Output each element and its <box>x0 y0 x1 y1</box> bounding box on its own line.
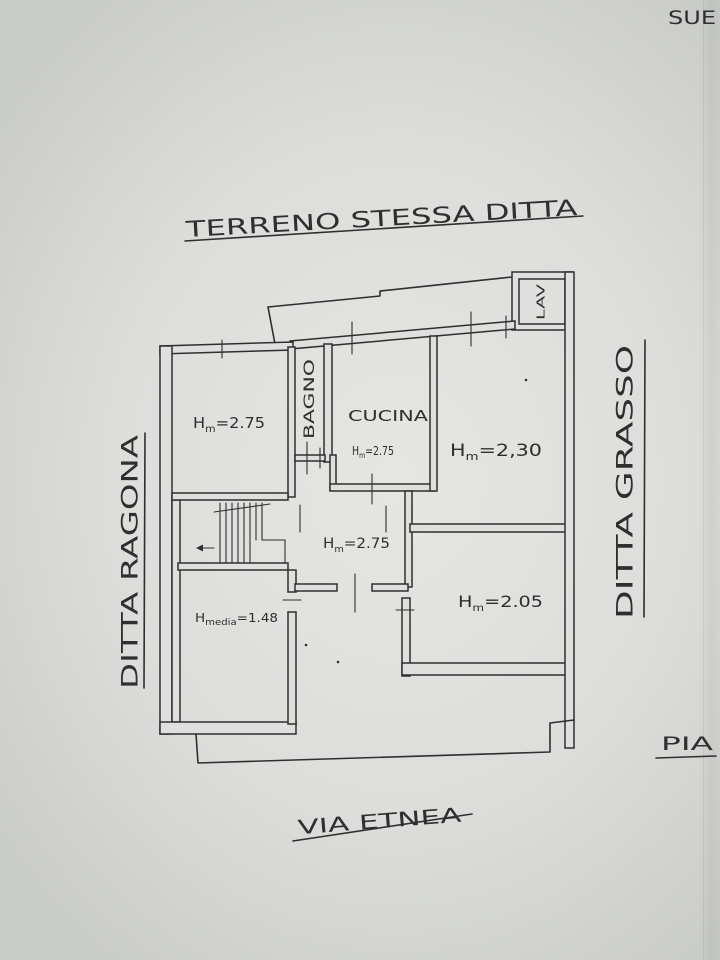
wall-cucina-right <box>429 335 438 492</box>
south-label-underline <box>292 813 473 842</box>
room-label-bottom-left: Hmedia=1.48 <box>195 611 278 628</box>
lav-closet: LAV <box>511 271 573 331</box>
wall-left-outer <box>159 345 173 735</box>
wall-cucina-bottom <box>329 483 436 492</box>
sheet-edge-line <box>703 0 704 960</box>
north-label-underline <box>184 215 584 242</box>
upper-strip <box>267 276 513 345</box>
wall-bottom-right-room-left <box>401 597 411 677</box>
wall-right-outer <box>564 271 575 749</box>
sheet-edge-shadow <box>700 0 720 960</box>
west-label-group: DITTA RAGONA <box>119 432 146 689</box>
wall-top-left-room-top <box>159 341 294 355</box>
stair-arrowhead-icon <box>196 544 203 552</box>
wall-bottom-right-room-bottom <box>401 662 569 676</box>
wall-right-room-bottom <box>409 523 568 533</box>
wall-hall-right <box>404 490 413 588</box>
right-fragment-group: PIA <box>655 733 717 759</box>
wall-bottom-left-room-right-lower <box>287 611 297 725</box>
wall-bagno-left <box>287 346 296 498</box>
wall-bottom-left-room-right-upper <box>287 569 297 593</box>
stair-step-outline <box>261 539 286 564</box>
wall-bagno-right <box>323 343 333 463</box>
upper-strip-left-edge <box>267 306 276 345</box>
south-label: VIA ETNEA <box>297 803 463 840</box>
east-label: DITTA GRASSO <box>614 345 639 619</box>
upper-strip-top-edge <box>267 276 513 308</box>
room-dot <box>524 378 528 382</box>
west-label-underline <box>143 432 146 689</box>
stair-break-line <box>213 503 271 513</box>
wall-hall-bottom-right <box>371 583 409 592</box>
staircase <box>196 502 286 564</box>
room-label-bagno: BAGNO <box>302 359 318 439</box>
corner-text-fragment: SUE <box>668 7 716 29</box>
wall-top-left-room-bottom <box>171 492 289 501</box>
right-fragment-underline <box>655 755 717 759</box>
room-label-cucina-height: Hm=2.75 <box>352 444 394 460</box>
opening-marks <box>221 311 507 613</box>
porch-perimeter <box>195 719 575 764</box>
porch-dot <box>304 643 308 647</box>
north-label-group: TERRENO STESSA DITTA <box>184 196 584 243</box>
lav-closet-inner <box>518 278 566 325</box>
porch-dot <box>336 660 340 664</box>
south-label-group: VIA ETNEA <box>292 803 473 842</box>
wall-left-inner-lower <box>171 499 181 723</box>
lav-label: LAV <box>535 283 548 320</box>
east-label-group: DITTA GRASSO <box>614 339 646 619</box>
room-label-hall: Hm=2.75 <box>323 536 390 555</box>
wall-hall-bottom-left <box>294 583 338 592</box>
room-label-top-left: Hm=2.75 <box>193 414 265 435</box>
wall-bagno-bottom <box>294 454 326 462</box>
walls <box>159 271 575 749</box>
wall-stair-bottom <box>177 562 289 571</box>
east-label-underline <box>643 339 646 618</box>
room-label-cucina-name: CUCINA <box>348 407 429 425</box>
west-label: DITTA RAGONA <box>119 435 144 689</box>
right-text-fragment: PIA <box>661 733 713 755</box>
wall-bottom-left-room-bottom <box>159 721 297 735</box>
